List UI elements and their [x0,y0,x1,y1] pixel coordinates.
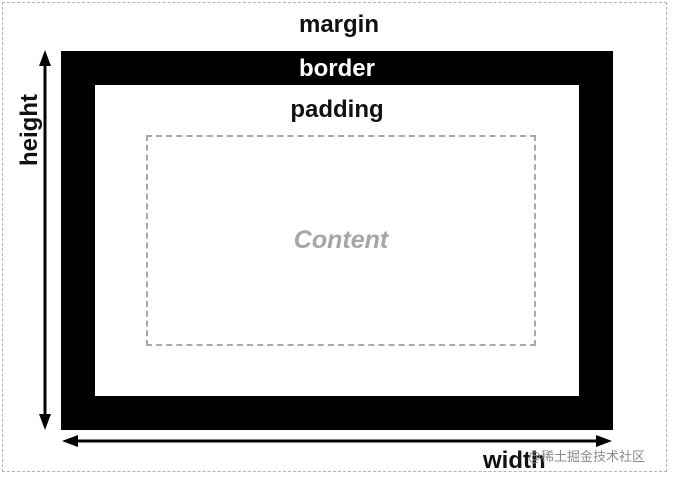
padding-label: padding [290,96,384,123]
watermark-text: @稀土掘金技术社区 [528,450,646,465]
height-arrow [39,50,51,430]
border-label: border [298,55,375,82]
content-box [146,135,536,346]
margin-label: margin [298,11,379,38]
margin-boundary [2,2,667,472]
width-label: width [483,447,546,474]
content-label: Content [293,226,389,254]
width-arrow [62,435,612,447]
